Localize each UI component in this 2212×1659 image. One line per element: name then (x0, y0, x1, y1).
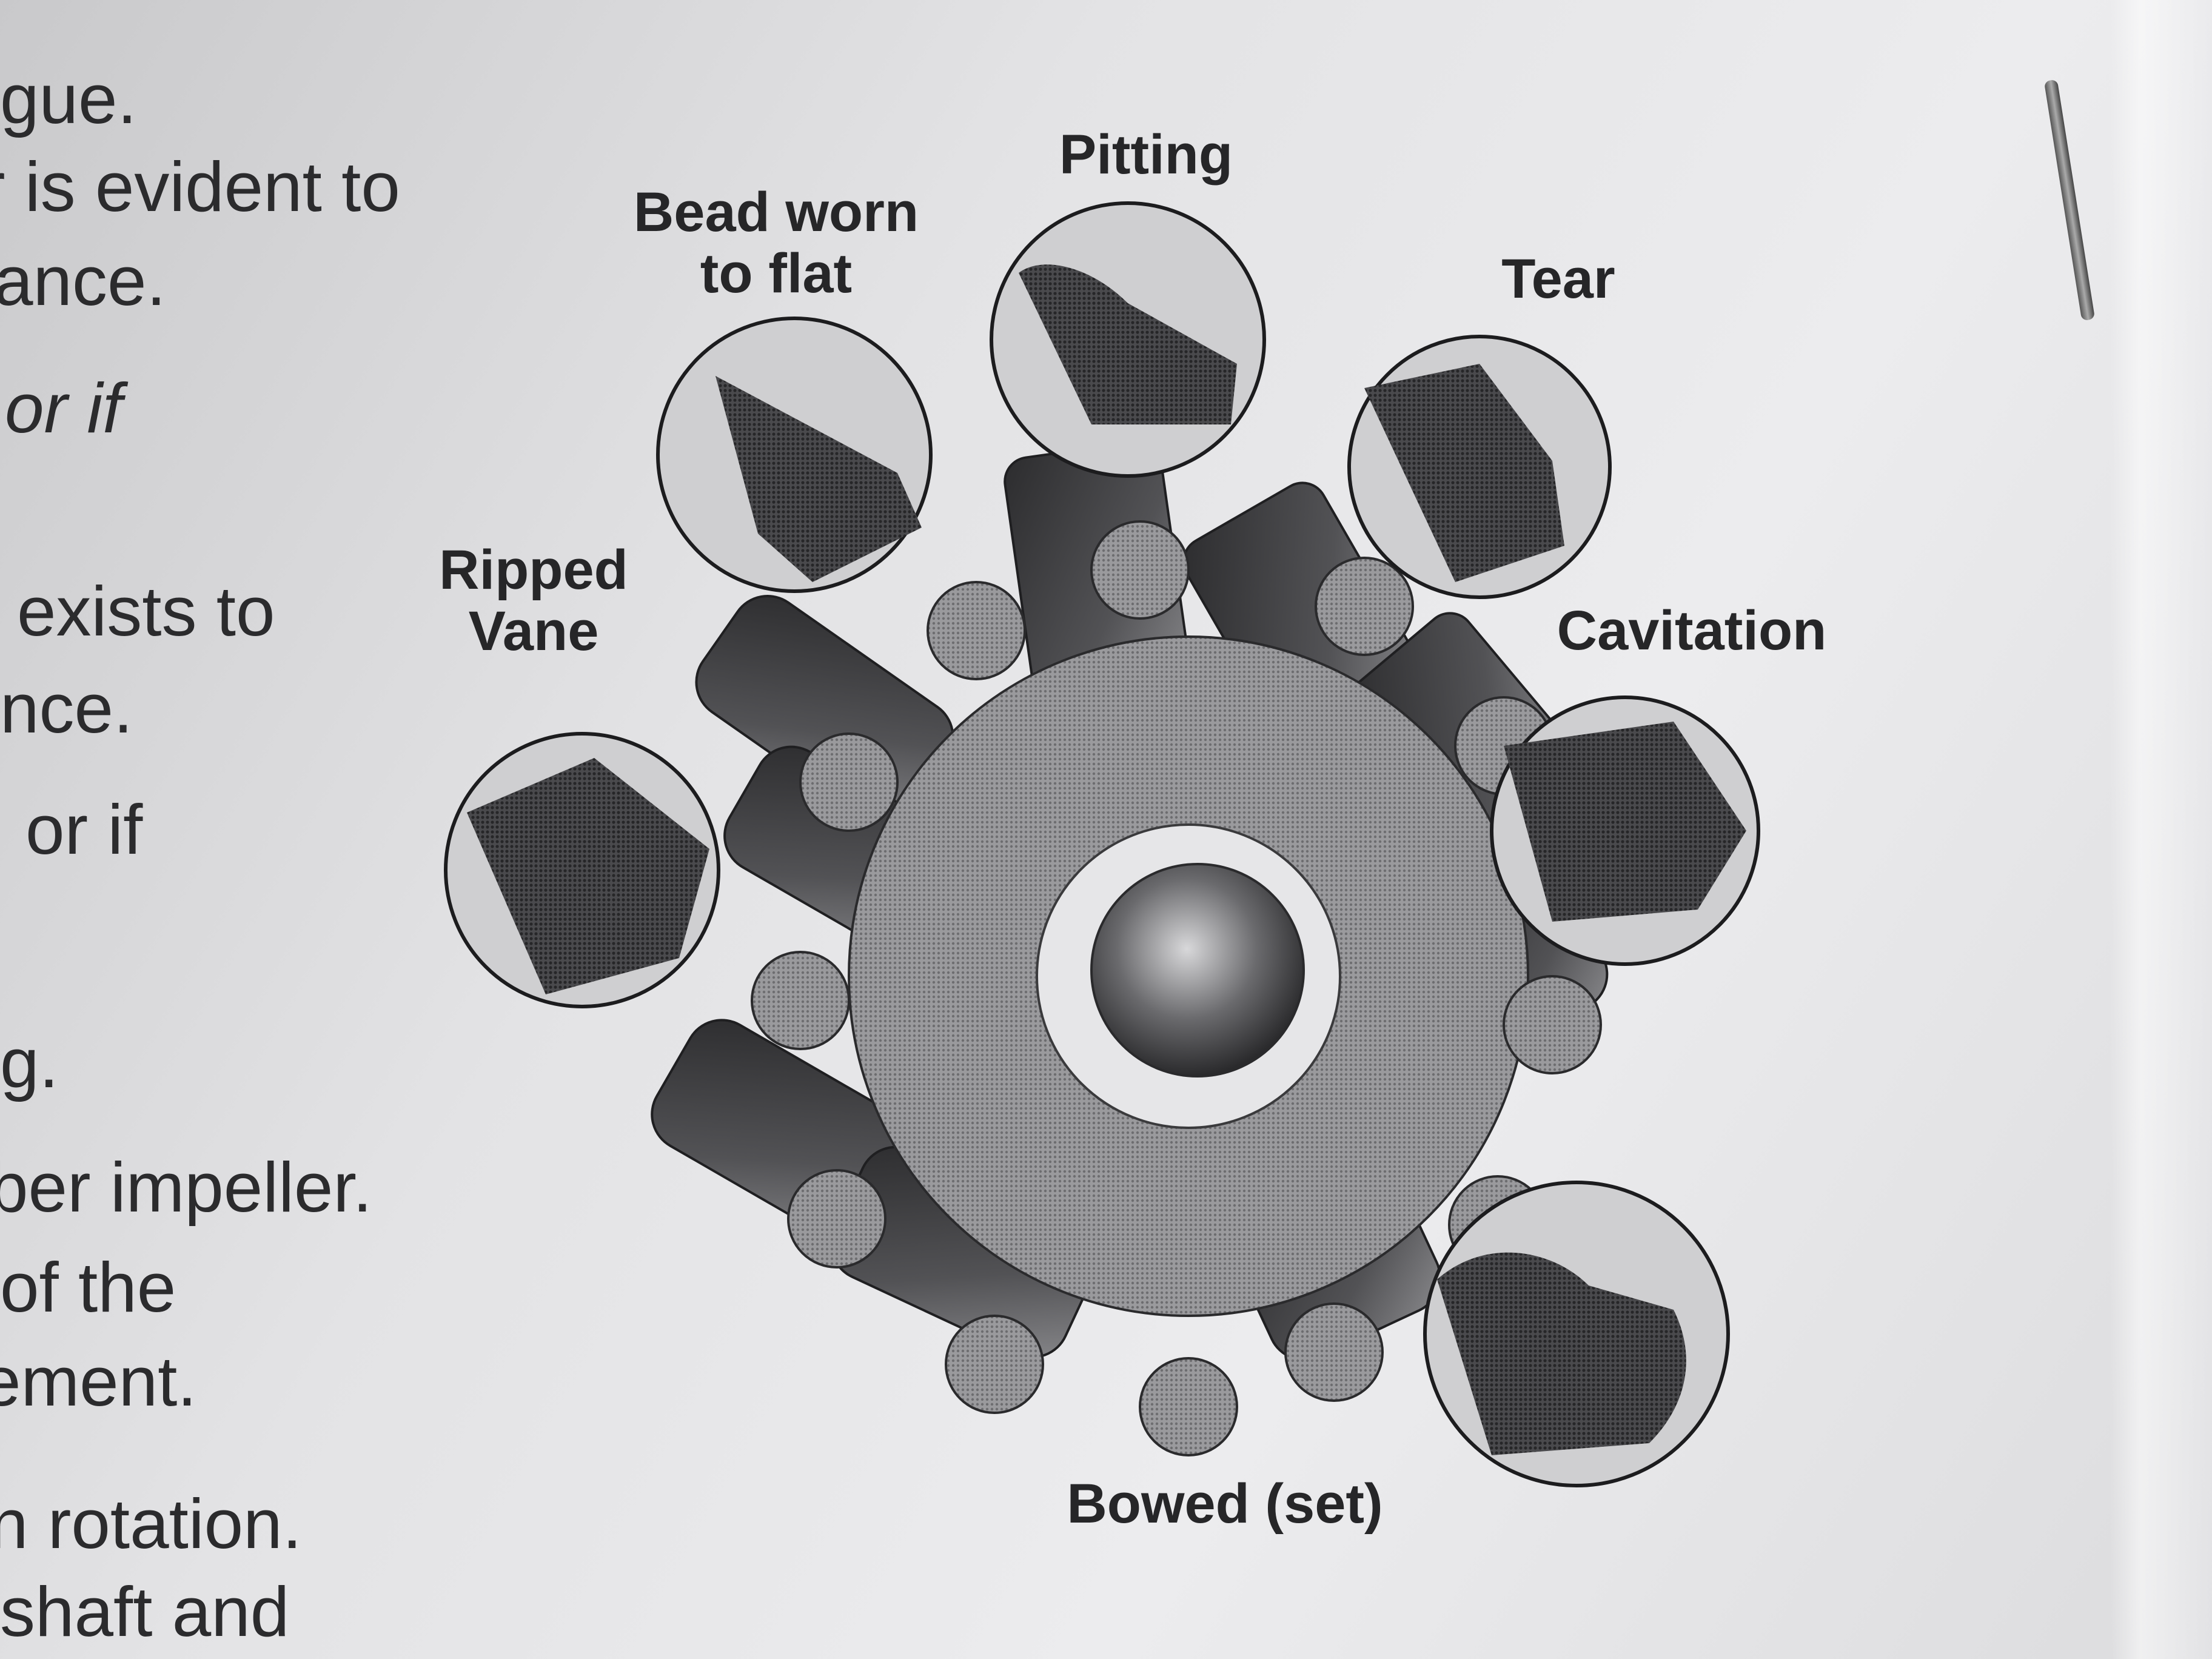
label-bead-worn: Bead worn to flat (618, 181, 934, 305)
page-fold (2110, 0, 2212, 1659)
body-text-line-10: of the (0, 1248, 176, 1327)
inset-bowed (1423, 1181, 1730, 1487)
label-ripped-vane: Ripped Vane (424, 539, 643, 663)
label-cavitation: Cavitation (1557, 600, 1827, 662)
body-text-line-8: g. (0, 1024, 59, 1102)
body-text-line-1: gue. (0, 59, 137, 138)
inset-bead-worn (656, 317, 933, 593)
body-text-line-4: or if (5, 369, 122, 447)
body-text-line-13: shaft and (0, 1572, 290, 1651)
body-text-line-7: or if (25, 790, 143, 869)
body-text-line-5: exists to (17, 572, 275, 651)
hub-bore (1090, 863, 1305, 1078)
body-text-line-9: ber impeller. (0, 1148, 372, 1227)
body-text-line-12: n rotation. (0, 1484, 302, 1563)
inset-tear (1347, 335, 1612, 599)
label-bowed: Bowed (set) (1067, 1473, 1383, 1535)
inset-pitting (990, 201, 1266, 478)
label-tear: Tear (1501, 248, 1615, 310)
label-ripped-vane-line1: Ripped (439, 539, 628, 601)
label-pitting: Pitting (1059, 124, 1233, 186)
inset-ripped-vane (444, 732, 720, 1008)
body-text-line-2: r is evident to (0, 147, 400, 226)
body-text-line-11: ement. (0, 1342, 197, 1421)
label-bead-worn-line1: Bead worn (633, 181, 919, 243)
body-text-line-3: ance. (0, 241, 166, 320)
body-text-line-6: nce. (0, 669, 133, 748)
label-ripped-vane-line2: Vane (468, 600, 599, 663)
label-bead-worn-line2: to flat (700, 243, 853, 305)
inset-cavitation (1490, 695, 1760, 966)
